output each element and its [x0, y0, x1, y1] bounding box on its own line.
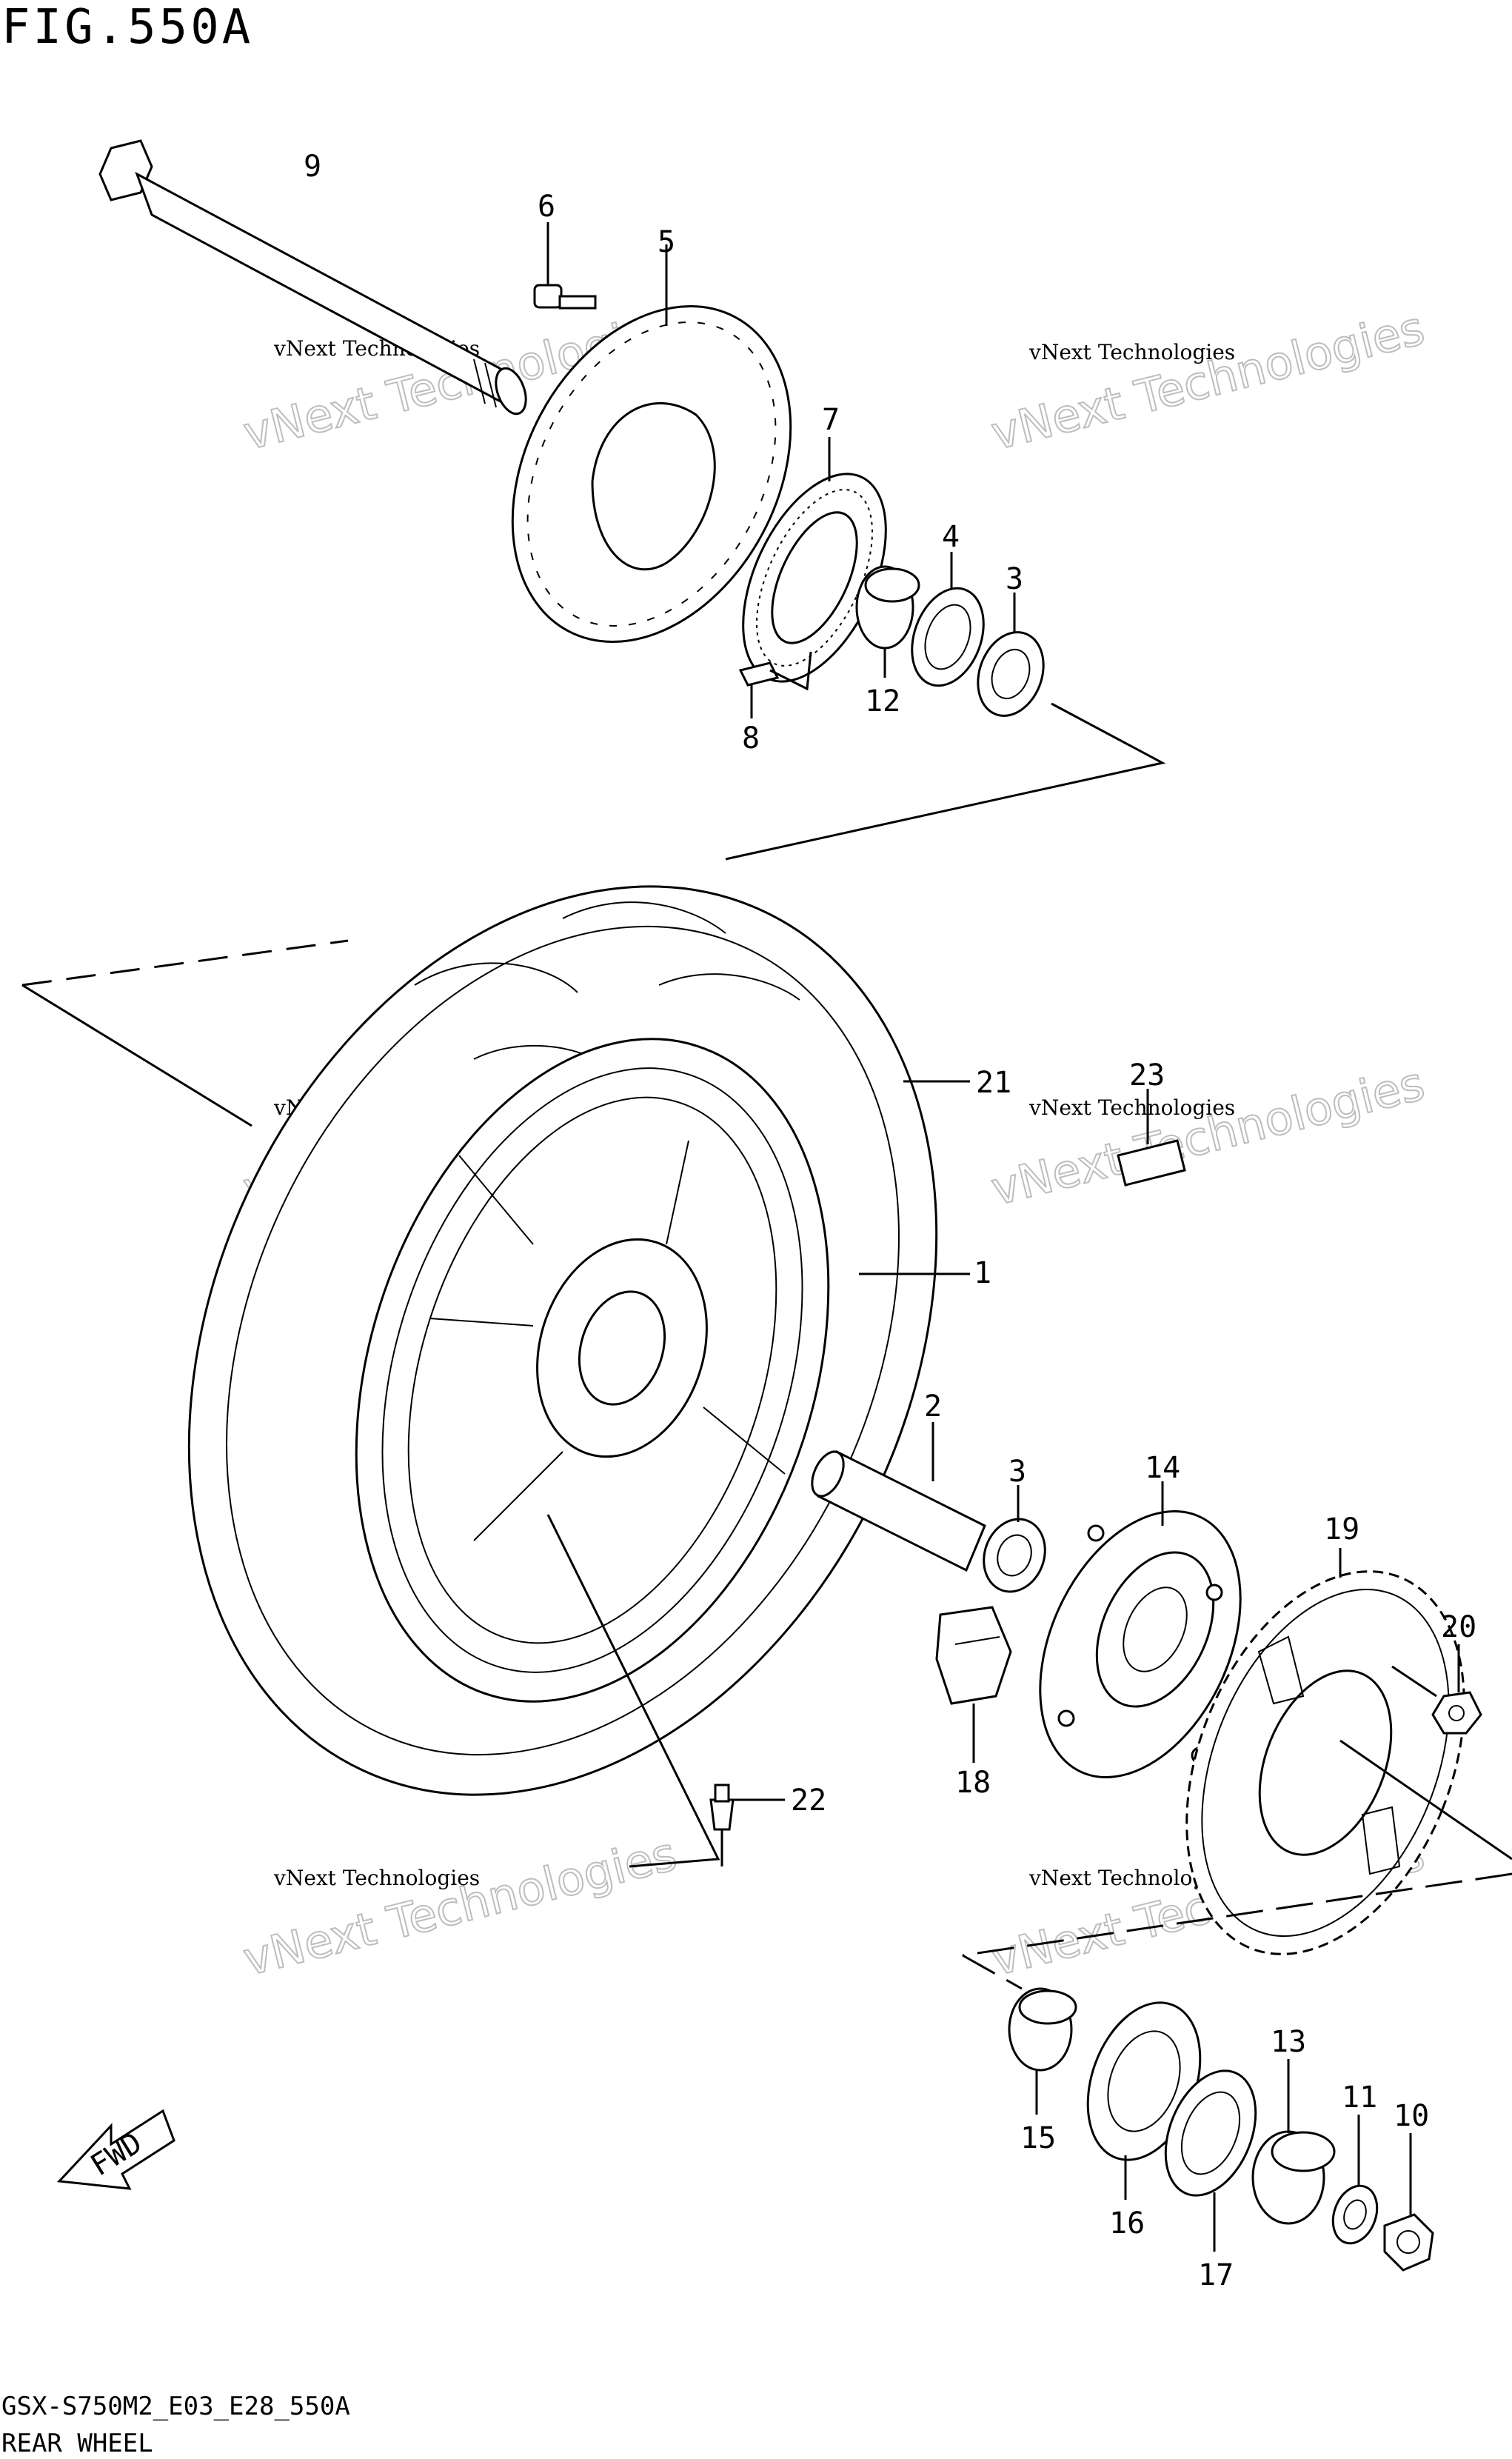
callout-3b: 3	[1008, 1455, 1026, 1489]
watermark-5: vNext Technologies vNext Technologies	[238, 1826, 683, 1987]
figure-caption: REAR WHEEL	[1, 2429, 153, 2458]
oil-seal-part-17[interactable]	[1148, 2058, 1273, 2252]
callout-1: 1	[974, 1256, 991, 1290]
callout-20: 20	[1441, 1610, 1476, 1644]
spacer-part-15[interactable]	[1008, 1987, 1077, 2115]
svg-text:vNext Technologies: vNext Technologies	[986, 1056, 1430, 1216]
oil-seal-part-4[interactable]	[899, 552, 996, 695]
callout-12: 12	[865, 684, 900, 718]
svg-text:vNext Technologies: vNext Technologies	[1028, 340, 1235, 364]
svg-text:vNext Technologies: vNext Technologies	[986, 301, 1430, 461]
callout-21: 21	[976, 1066, 1011, 1100]
bearing-part-3-upper[interactable]	[967, 593, 1055, 725]
washer-part-11[interactable]	[1325, 2115, 1385, 2249]
callout-15: 15	[1020, 2121, 1056, 2155]
spacer-part-12[interactable]	[855, 565, 920, 678]
spacer-part-13[interactable]	[1251, 2059, 1336, 2225]
callout-13: 13	[1271, 2025, 1306, 2059]
callout-17: 17	[1198, 2258, 1234, 2292]
spacer-tube-part-2[interactable]	[806, 1422, 986, 1572]
callout-10: 10	[1394, 2099, 1429, 2133]
assembly-leader-top	[21, 702, 1166, 1127]
wheel-rim-part-1[interactable]	[276, 978, 970, 1763]
screw-part-8[interactable]	[738, 651, 812, 718]
bolt-part-6[interactable]	[533, 222, 597, 310]
figure-title: FIG.550A	[1, 0, 253, 55]
figure-code: GSX-S750M2_E03_E28_550A	[1, 2392, 350, 2421]
valve-part-22[interactable]	[546, 1514, 785, 1868]
forward-direction-arrow: FWD	[56, 2109, 175, 2190]
watermark-4: vNext Technologies vNext Technologies	[986, 1055, 1431, 1217]
balance-weight-part-23[interactable]	[1117, 1089, 1186, 1187]
axle-nut-part-10[interactable]	[1383, 2133, 1434, 2272]
callout-23: 23	[1129, 1058, 1165, 1092]
callout-2: 2	[924, 1389, 942, 1424]
callout-14: 14	[1145, 1451, 1180, 1485]
callout-6: 6	[538, 190, 555, 224]
callout-9: 9	[304, 150, 321, 184]
svg-text:vNext Technologies: vNext Technologies	[1028, 1095, 1235, 1120]
callout-3a: 3	[1006, 562, 1023, 596]
nut-part-20[interactable]	[1391, 1644, 1482, 1735]
callout-labels: 9 6 5 7 4 3 12 8 21 23 1 2 3 14 19 20 18…	[304, 150, 1476, 2292]
axle-part-9[interactable]	[98, 139, 532, 418]
callout-4: 4	[942, 520, 960, 554]
brake-disc-part-5[interactable]	[457, 244, 846, 690]
callout-16: 16	[1109, 2206, 1145, 2241]
svg-text:vNext Technologies: vNext Technologies	[238, 1826, 682, 1986]
assembly-leader-bottom	[962, 1872, 1512, 1990]
callout-7: 7	[822, 403, 840, 437]
callout-18: 18	[955, 1766, 991, 1800]
callout-19: 19	[1324, 1512, 1359, 1547]
callout-5: 5	[658, 225, 675, 259]
damper-part-18[interactable]	[935, 1606, 1012, 1763]
callout-11: 11	[1342, 2081, 1377, 2115]
callout-8: 8	[742, 721, 760, 755]
callout-22: 22	[791, 1784, 826, 1818]
bearing-part-3-lower[interactable]	[974, 1485, 1054, 1601]
svg-text:vNext Technologies: vNext Technologies	[273, 1866, 480, 1890]
watermark-2: vNext Technologies vNext Technologies	[986, 300, 1431, 461]
